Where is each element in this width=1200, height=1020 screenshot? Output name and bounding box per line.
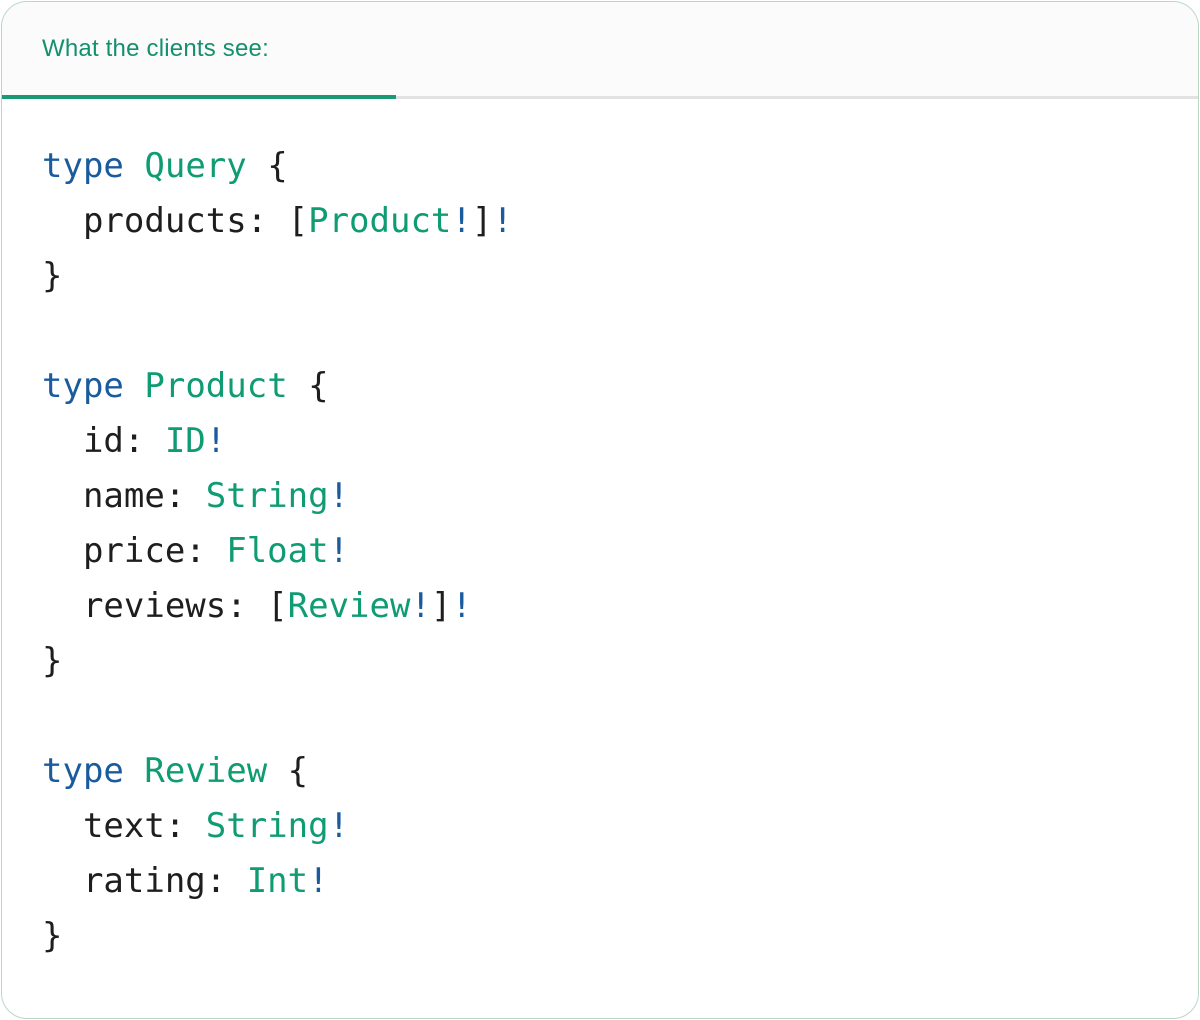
code-token: ! — [410, 586, 431, 626]
code-token: text: — [42, 806, 206, 846]
code-line: id: ID! — [42, 414, 1198, 469]
code-token — [124, 146, 144, 186]
code-line: type Query { — [42, 139, 1198, 194]
tab-what-clients-see[interactable]: What the clients see: — [2, 2, 396, 99]
code-token: } — [42, 256, 63, 296]
code-token: rating: — [42, 861, 247, 901]
code-token: ! — [451, 586, 472, 626]
code-token: { — [246, 146, 288, 186]
code-token — [124, 751, 144, 791]
code-line: } — [42, 249, 1198, 304]
code-token: ] — [430, 586, 452, 626]
code-token: String — [205, 806, 329, 846]
code-line: text: String! — [42, 799, 1198, 854]
code-token: Int — [246, 861, 309, 901]
code-line: } — [42, 634, 1198, 689]
code-line — [42, 689, 1198, 744]
code-token: Product — [308, 201, 452, 241]
code-token: ! — [205, 421, 227, 461]
code-line: type Review { — [42, 744, 1198, 799]
code-token: ! — [328, 806, 350, 846]
code-token: ! — [328, 476, 350, 516]
code-token — [124, 366, 144, 406]
code-token: name: — [42, 476, 206, 516]
code-line: price: Float! — [42, 524, 1198, 579]
tab-label: What the clients see: — [42, 35, 269, 62]
code-token: products: [ — [42, 201, 309, 241]
code-token: } — [42, 916, 63, 956]
code-token: Product — [144, 366, 288, 406]
active-tab-indicator — [2, 95, 396, 99]
code-line: products: [Product!]! — [42, 194, 1198, 249]
tab-bar: What the clients see: — [2, 2, 1198, 99]
code-line: } — [42, 909, 1198, 964]
code-token: ID — [164, 421, 206, 461]
code-token: ! — [492, 201, 513, 241]
code-token: String — [205, 476, 329, 516]
code-token: ! — [451, 201, 472, 241]
code-token: { — [267, 751, 309, 791]
code-line: name: String! — [42, 469, 1198, 524]
code-token: Query — [144, 146, 247, 186]
code-token: Review — [144, 751, 268, 791]
graphql-schema-code: type Query { products: [Product!]!} type… — [42, 139, 1198, 964]
code-line: rating: Int! — [42, 854, 1198, 909]
code-line: type Product { — [42, 359, 1198, 414]
code-token: reviews: [ — [42, 586, 288, 626]
code-token: price: — [42, 531, 227, 571]
code-token: id: — [42, 421, 165, 461]
code-token: ! — [308, 861, 329, 901]
code-line: reviews: [Review!]! — [42, 579, 1198, 634]
code-token: type — [42, 366, 124, 406]
code-token: type — [42, 146, 124, 186]
code-token: ] — [471, 201, 493, 241]
code-token: ! — [328, 531, 350, 571]
code-token: Review — [287, 586, 411, 626]
code-token: { — [287, 366, 329, 406]
code-token: } — [42, 641, 63, 681]
code-line — [42, 304, 1198, 359]
code-token: Float — [226, 531, 329, 571]
code-token: type — [42, 751, 124, 791]
